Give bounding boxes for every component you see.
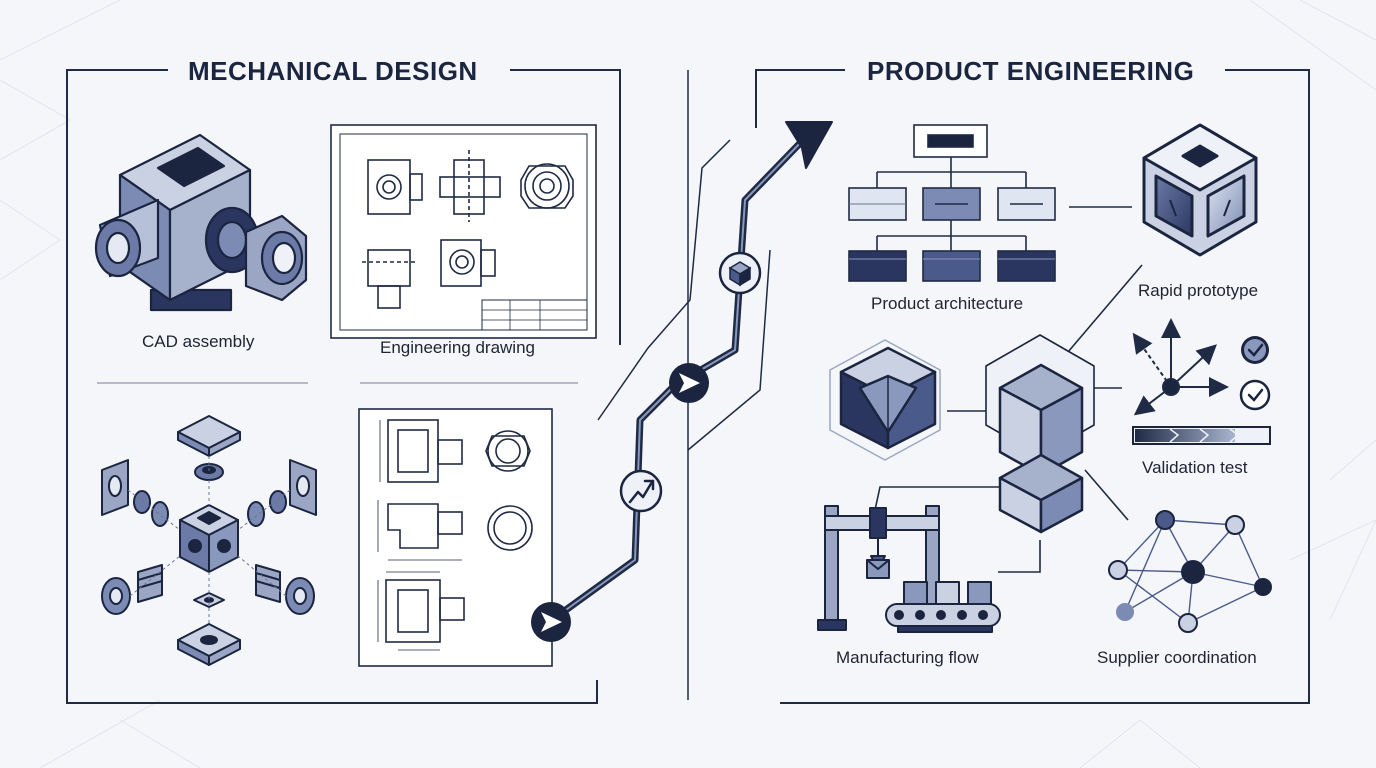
exploded-parts <box>101 415 317 666</box>
cad-assembly-caption: CAD assembly <box>142 332 255 351</box>
product-architecture-tree <box>848 124 1132 282</box>
validation-axes <box>1132 318 1229 416</box>
product-frame <box>755 69 1310 704</box>
trend-arrow-icon <box>619 469 663 513</box>
engineering-drawing-caption: Engineering drawing <box>380 338 535 357</box>
product-engineering-title: PRODUCT ENGINEERING <box>853 56 1209 86</box>
prototype-stack <box>985 334 1095 534</box>
rapid-prototype-caption: Rapid prototype <box>1138 281 1259 300</box>
manufacturing-flow-caption: Manufacturing flow <box>836 648 979 667</box>
conveyor-belt <box>885 581 1001 633</box>
path-middle-node <box>669 363 709 403</box>
supplier-coordination-caption: Supplier coordination <box>1097 648 1257 667</box>
validation-progress-bar <box>1132 426 1271 445</box>
cube-icon <box>718 251 762 295</box>
check-icon <box>1241 336 1269 364</box>
cad-assembly <box>94 133 308 312</box>
mechanical-design-title: MECHANICAL DESIGN <box>174 56 492 86</box>
explode-guides <box>127 456 291 624</box>
check-icon <box>1239 379 1271 411</box>
path-start-node <box>531 602 571 642</box>
rapid-prototype-cube <box>1142 123 1258 257</box>
validation-test-caption: Validation test <box>1142 458 1248 477</box>
dimension-drawing-sheet <box>358 408 553 667</box>
engineering-drawing-sheet <box>330 124 597 339</box>
path-arrowhead <box>785 121 833 169</box>
product-architecture-caption: Product architecture <box>871 294 1024 313</box>
manufacturing-gantry <box>817 505 947 631</box>
design-module-cube <box>829 339 941 461</box>
supplier-network <box>1108 510 1272 633</box>
